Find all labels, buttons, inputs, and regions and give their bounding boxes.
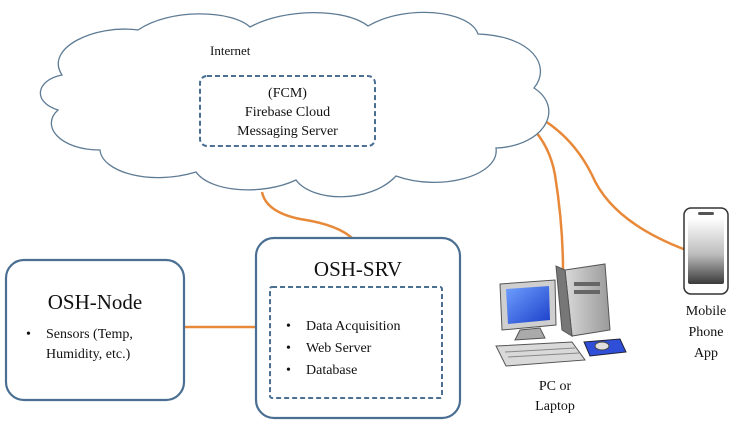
sensor-line-1: Sensors (Temp,: [46, 327, 133, 342]
fcm-server-label: (FCM) Firebase Cloud Messaging Server: [200, 84, 375, 141]
mobile-line-1: Mobile: [685, 304, 727, 319]
osh-srv-services-list: Data Acquisition Web Server Database: [286, 316, 401, 382]
list-item: Web Server: [286, 338, 401, 360]
mobile-app-label: Mobile Phone App: [676, 301, 736, 364]
osh-node-title: OSH-Node: [47, 290, 143, 314]
list-item: Database: [286, 360, 401, 382]
osh-srv-services-box: [269, 286, 443, 399]
list-item: Data Acquisition: [286, 316, 401, 338]
mobile-line-3: App: [693, 346, 719, 361]
pc-laptop-label: PC or Laptop: [520, 377, 590, 417]
cloud-icon: [39, 11, 550, 198]
fcm-line-2: Firebase Cloud: [244, 105, 331, 120]
fcm-line-3: Messaging Server: [237, 124, 338, 139]
osh-srv-title: OSH-SRV: [313, 257, 403, 281]
fcm-server-box: [199, 75, 376, 147]
mobile-line-2: Phone: [688, 325, 724, 340]
internet-label: Internet: [210, 43, 251, 58]
pc-line-1: PC or: [538, 379, 572, 394]
osh-node-sensor-list: Sensors (Temp, Humidity, etc.): [26, 325, 133, 365]
list-item: Sensors (Temp, Humidity, etc.): [26, 325, 133, 365]
pc-line-2: Laptop: [535, 399, 575, 414]
link-cloud-to-srv: [260, 191, 355, 241]
fcm-line-1: (FCM): [268, 86, 307, 101]
sensor-line-2: Humidity, etc.): [46, 347, 131, 362]
mobile-phone-icon: [683, 207, 729, 295]
desktop-computer-icon: [495, 263, 627, 367]
